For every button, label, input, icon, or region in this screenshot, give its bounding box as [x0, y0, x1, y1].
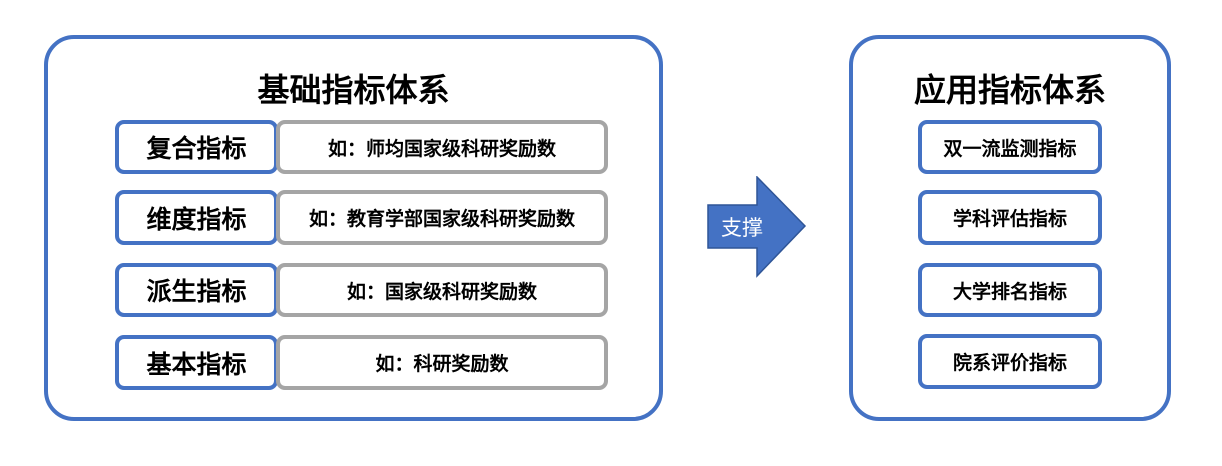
indicator-example: 如：科研奖励数: [276, 335, 608, 390]
panel-title: 应用指标体系: [913, 71, 1106, 109]
indicator-example: 如：师均国家级科研奖励数: [276, 120, 608, 174]
panel-title: 基础指标体系: [257, 71, 450, 109]
indicator-example: 如：国家级科研奖励数: [276, 263, 608, 317]
support-arrow-icon: [707, 176, 807, 278]
indicator-example: 如：教育学部国家级科研奖励数: [276, 190, 608, 245]
application-indicator: 大学排名指标: [918, 263, 1102, 317]
application-indicator: 双一流监测指标: [918, 120, 1102, 174]
indicator-label: 维度指标: [115, 190, 278, 245]
indicator-label: 复合指标: [115, 120, 278, 174]
application-indicator: 学科评估指标: [918, 190, 1102, 245]
indicator-label: 派生指标: [115, 263, 278, 317]
support-arrow-label: 支撑: [721, 216, 763, 240]
application-indicator: 院系评价指标: [918, 334, 1102, 389]
indicator-label: 基本指标: [115, 335, 278, 390]
